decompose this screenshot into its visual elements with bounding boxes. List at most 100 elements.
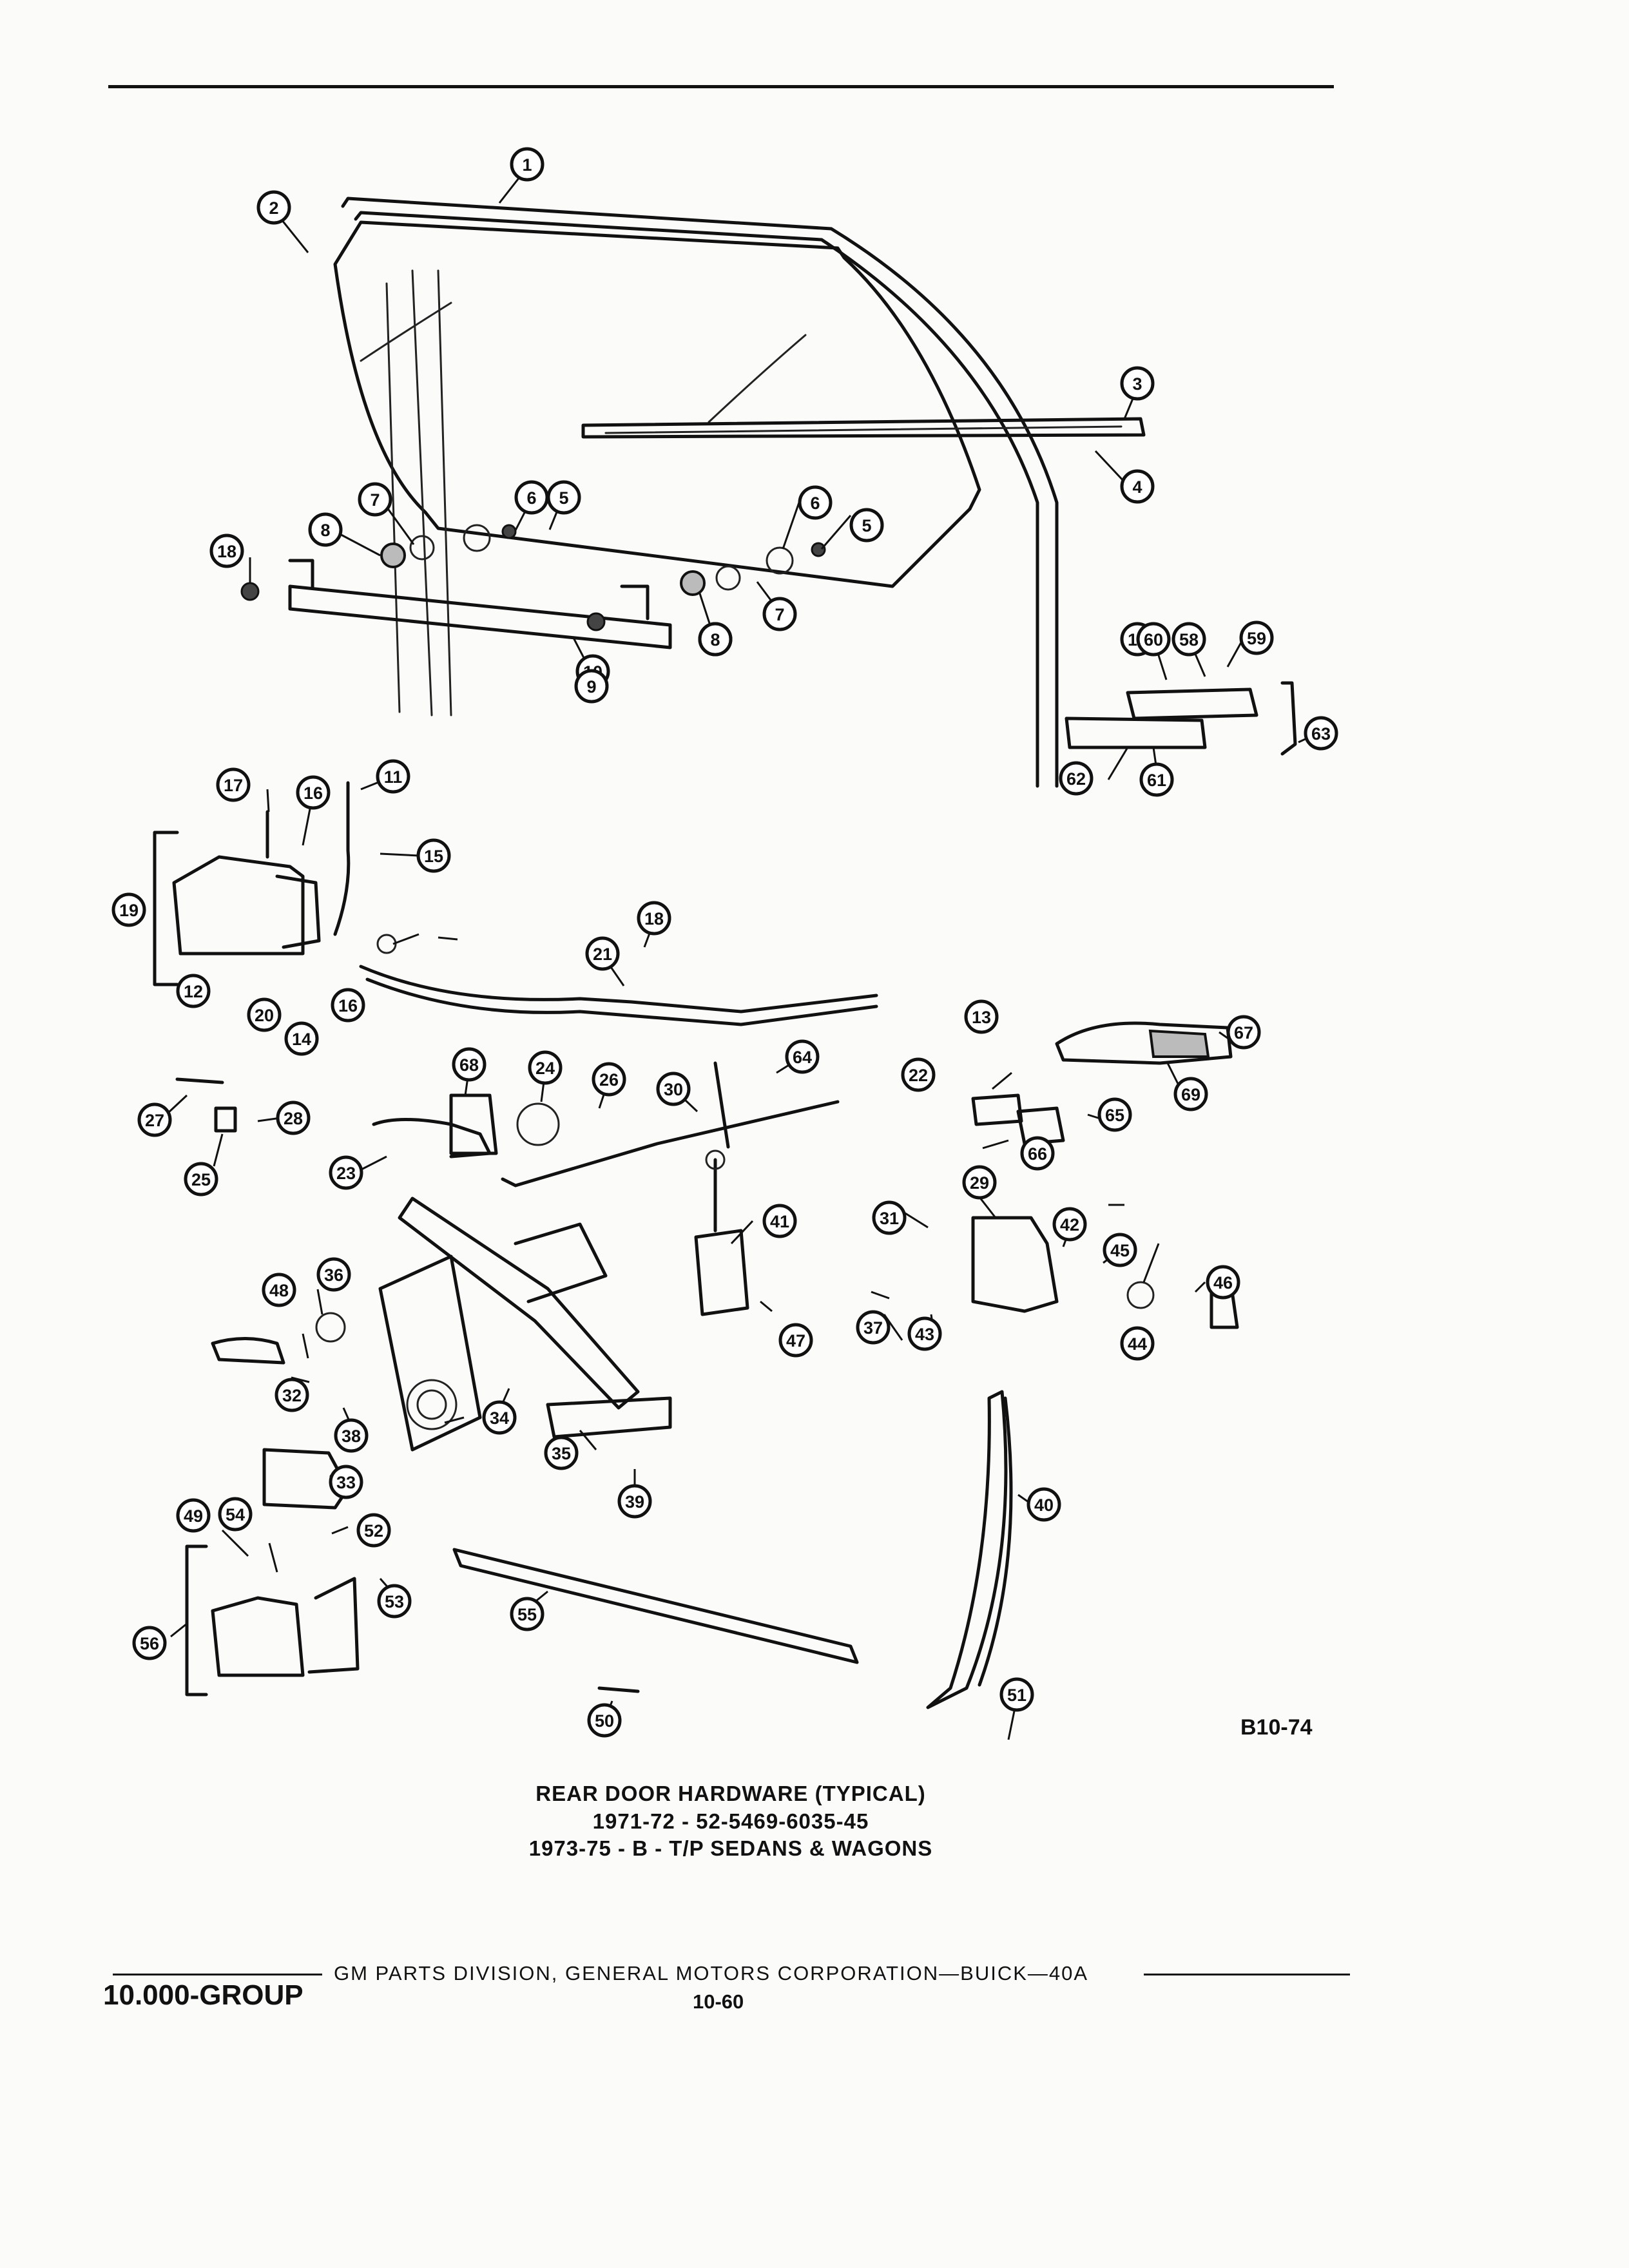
svg-text:62: 62 (1066, 769, 1086, 789)
callout-20: 20 (247, 997, 282, 1032)
figure-code: B10-74 (1240, 1715, 1313, 1740)
svg-text:26: 26 (599, 1070, 619, 1090)
svg-text:42: 42 (1060, 1215, 1079, 1235)
svg-text:36: 36 (324, 1265, 343, 1285)
callout-16: 16 (296, 775, 331, 810)
inside-handle-escutcheon-drawing (1065, 681, 1297, 756)
svg-text:32: 32 (282, 1386, 302, 1405)
svg-text:20: 20 (255, 1006, 274, 1025)
svg-text:64: 64 (793, 1048, 812, 1067)
callout-69: 69 (1173, 1077, 1208, 1111)
callout-25: 25 (184, 1162, 218, 1196)
callout-32: 32 (275, 1378, 309, 1412)
svg-text:2: 2 (269, 198, 278, 218)
callout-36: 36 (316, 1257, 351, 1292)
svg-text:33: 33 (336, 1473, 356, 1492)
svg-text:69: 69 (1181, 1085, 1200, 1104)
upper-hinge-drawing (153, 781, 397, 986)
footer-rule-right (1144, 1974, 1350, 1975)
callout-38: 38 (334, 1418, 369, 1453)
svg-text:48: 48 (269, 1281, 289, 1300)
svg-text:25: 25 (191, 1170, 211, 1189)
footer-publisher: GM PARTS DIVISION, GENERAL MOTORS CORPOR… (334, 1962, 1089, 1984)
svg-text:51: 51 (1007, 1686, 1027, 1705)
callout-8: 8 (308, 512, 343, 547)
window-regulator-drawing (211, 1196, 672, 1452)
callout-41: 41 (762, 1204, 797, 1238)
svg-text:28: 28 (284, 1109, 303, 1128)
sash-channel-drawing (288, 559, 672, 649)
callout-33: 33 (329, 1465, 363, 1499)
inside-remote-drawing (175, 1077, 560, 1158)
callout-67: 67 (1226, 1015, 1261, 1050)
callout-37: 37 (856, 1310, 891, 1345)
callout-60: 60 (1136, 622, 1171, 657)
svg-text:66: 66 (1028, 1144, 1047, 1164)
callout-17: 17 (216, 767, 251, 802)
callout-4: 4 (1120, 469, 1155, 504)
callout-48: 48 (262, 1273, 296, 1307)
svg-text:39: 39 (625, 1492, 644, 1512)
callout-18: 18 (637, 901, 671, 936)
callout-22: 22 (901, 1057, 936, 1092)
callout-55: 55 (510, 1597, 545, 1631)
callout-13: 13 (964, 999, 999, 1034)
svg-text:46: 46 (1213, 1273, 1233, 1293)
svg-text:34: 34 (490, 1408, 509, 1428)
callout-62: 62 (1059, 761, 1094, 796)
callout-42: 42 (1052, 1207, 1087, 1242)
lock-rods-drawing (359, 965, 878, 1187)
figure-models-1973-75: 1973-75 - B - T/P SEDANS & WAGONS (528, 1836, 933, 1860)
svg-text:41: 41 (770, 1212, 789, 1231)
callout-21: 21 (585, 936, 620, 971)
svg-text:3: 3 (1132, 374, 1142, 394)
door-lock-drawing (971, 1216, 1239, 1329)
svg-text:17: 17 (224, 776, 243, 795)
outside-handle-drawing (971, 1021, 1233, 1146)
callout-28: 28 (276, 1100, 311, 1135)
svg-text:8: 8 (710, 630, 720, 649)
svg-text:58: 58 (1179, 630, 1199, 649)
callout-2: 2 (256, 190, 291, 225)
svg-text:49: 49 (184, 1506, 203, 1526)
callout-7: 7 (358, 482, 392, 517)
svg-text:13: 13 (972, 1008, 991, 1027)
svg-text:16: 16 (304, 783, 323, 803)
svg-text:44: 44 (1128, 1334, 1147, 1354)
callout-66: 66 (1020, 1136, 1055, 1171)
svg-text:37: 37 (863, 1318, 883, 1338)
svg-text:8: 8 (320, 521, 330, 540)
svg-text:52: 52 (364, 1521, 383, 1541)
svg-text:1: 1 (522, 155, 532, 175)
svg-text:43: 43 (915, 1325, 934, 1344)
power-lock-actuator-drawing (694, 1149, 749, 1316)
svg-text:50: 50 (595, 1711, 614, 1731)
svg-text:55: 55 (517, 1605, 537, 1624)
callout-12: 12 (176, 974, 211, 1008)
callout-39: 39 (617, 1484, 652, 1519)
callout-27: 27 (137, 1102, 172, 1137)
callout-47: 47 (778, 1323, 813, 1358)
callout-16: 16 (331, 988, 365, 1023)
svg-text:18: 18 (217, 542, 236, 561)
svg-text:19: 19 (119, 901, 139, 920)
footer-rule-left (113, 1974, 322, 1975)
svg-text:65: 65 (1105, 1106, 1124, 1125)
svg-text:56: 56 (140, 1634, 159, 1653)
door-glass-drawing (333, 220, 981, 716)
figure-title: REAR DOOR HARDWARE (TYPICAL) (535, 1782, 926, 1805)
callout-14: 14 (284, 1021, 319, 1056)
svg-text:6: 6 (810, 494, 820, 513)
callout-7: 7 (762, 597, 797, 631)
svg-text:40: 40 (1034, 1495, 1054, 1515)
rear-run-channel-drawing (926, 1390, 1013, 1709)
callout-8: 8 (698, 622, 733, 657)
svg-text:7: 7 (775, 605, 784, 624)
callout-5: 5 (849, 508, 884, 543)
belt-weatherstrip-drawing (581, 417, 1146, 439)
lower-sash-channel-drawing (452, 1548, 859, 1693)
svg-text:11: 11 (384, 767, 403, 787)
top-rule (108, 85, 1334, 88)
